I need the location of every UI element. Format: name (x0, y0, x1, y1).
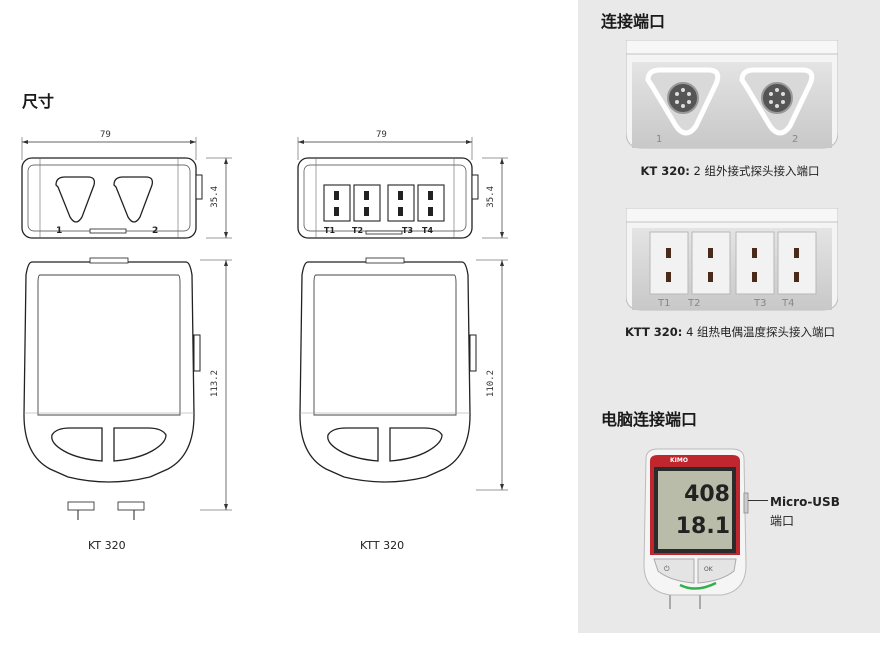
usb-label-line2: 端口 (770, 514, 795, 528)
kt320-caption: KT 320 (88, 539, 126, 552)
ktt320-port-caption: KTT 320: 4 组热电偶温度探头接入端口 (590, 324, 870, 340)
ktt320-port-caption-text: 4 组热电偶温度探头接入端口 (682, 325, 836, 339)
kt320-port-caption-text: 2 组外接式探头接入端口 (689, 164, 820, 178)
ktt320-top-height-dim: 35.4 (486, 186, 496, 208)
ktt-port-label-t4: T4 (422, 226, 433, 235)
ktt320-port-caption-model: KTT 320: (624, 325, 683, 339)
kt320-body-height-dim: 113.2 (210, 370, 220, 398)
power-button-glyph: ⏻ (664, 565, 670, 573)
photo-port-t4: T4 (781, 298, 794, 309)
screen-reading-1: 408 (684, 482, 730, 507)
kt320-port-photo: 1 2 (626, 40, 838, 149)
usb-label-line1: Micro-USB (770, 495, 840, 509)
kt320-width-dim: 79 (100, 130, 111, 140)
kt320-top-height-dim: 35.4 (210, 186, 220, 208)
photo-port-1: 1 (656, 134, 662, 145)
photo-port-t1: T1 (657, 298, 670, 309)
photo-port-2: 2 (792, 134, 798, 145)
photo-port-t3: T3 (753, 298, 766, 309)
connection-ports-title: 连接端口 (601, 12, 666, 31)
dimensions-title: 尺寸 (22, 92, 55, 111)
device-photo: 408 18.1 KIMO ⏻ OK (643, 448, 749, 609)
ktt-port-label-t2: T2 (352, 226, 363, 235)
screen-reading-2: 18.1 (676, 514, 730, 539)
ktt320-width-dim: 79 (376, 130, 387, 140)
photo-port-t2: T2 (687, 298, 700, 309)
ktt-port-label-t3: T3 (402, 226, 413, 235)
usb-callout-line (748, 500, 768, 501)
port-label-2: 2 (152, 226, 158, 236)
ktt-port-label-t1: T1 (324, 226, 335, 235)
port-label-1: 1 (56, 226, 62, 236)
ktt320-port-photo: T1 T2 T3 T4 (626, 208, 838, 311)
ktt320-drawing: T1 T2 T3 T4 (297, 137, 508, 491)
kt320-port-caption-model: KT 320: (640, 164, 690, 178)
brand-logo: KIMO (670, 457, 688, 464)
ok-button-label: OK (704, 566, 714, 573)
kt320-drawing: 1 2 (21, 137, 232, 520)
kt320-port-caption: KT 320: 2 组外接式探头接入端口 (590, 163, 870, 179)
pc-connection-title: 电脑连接端口 (601, 410, 698, 429)
ktt320-caption: KTT 320 (360, 539, 405, 552)
ktt320-body-height-dim: 110.2 (486, 370, 496, 398)
